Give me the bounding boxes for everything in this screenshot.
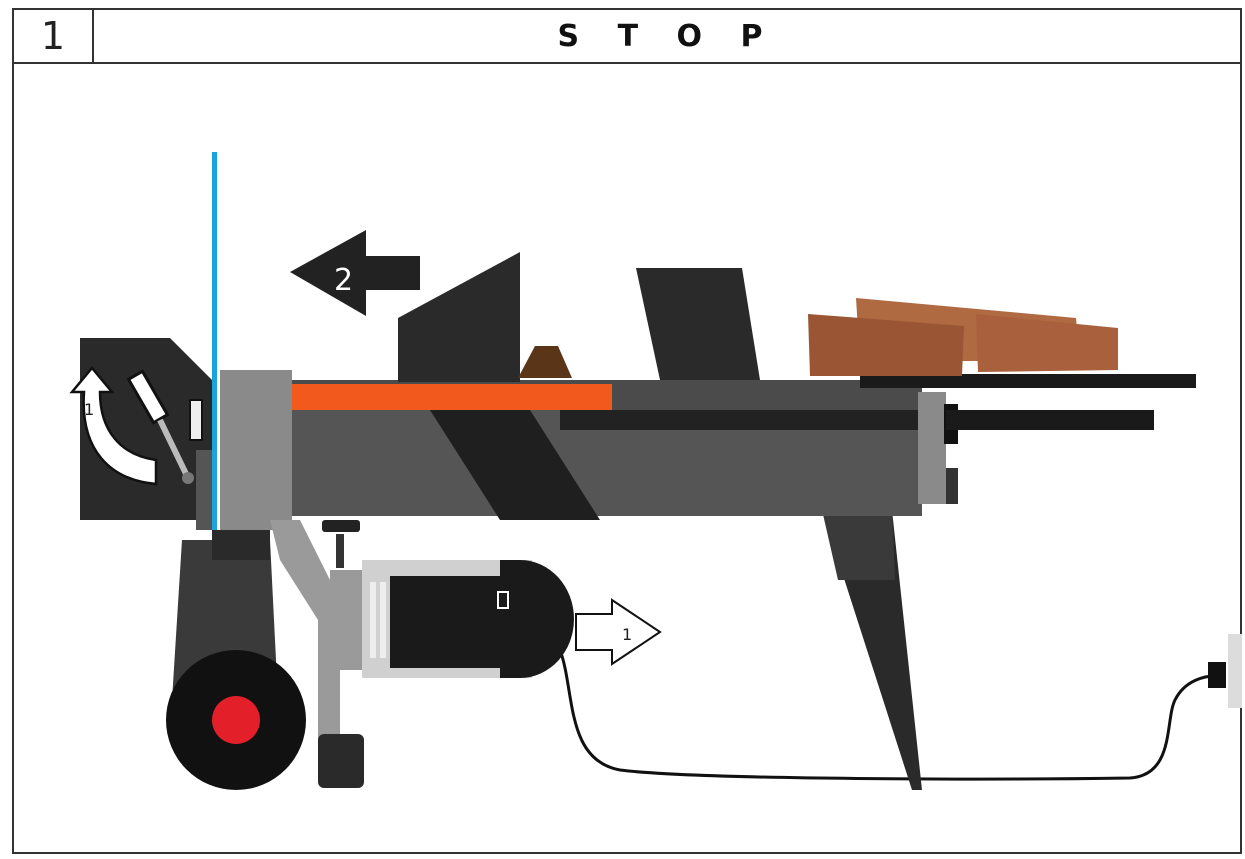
- bleed-screw-cap: [322, 520, 360, 532]
- splitting-wedge: [636, 268, 760, 380]
- control-lever: [126, 369, 170, 425]
- motor-endcap: [500, 560, 574, 678]
- ram-bar: [292, 384, 612, 410]
- motor-bracket: [270, 520, 340, 770]
- motor-case: [390, 576, 500, 668]
- foot-pad: [318, 734, 364, 788]
- power-cord: [558, 649, 1216, 781]
- lever-mount: [196, 450, 212, 530]
- motor-arrow-icon: [575, 598, 662, 666]
- header-bar: 1 S T O P: [14, 10, 1240, 64]
- front-support-upper: [212, 530, 270, 560]
- lower-rail: [946, 410, 1154, 430]
- control-box: [80, 338, 212, 520]
- beam-dark-band: [560, 410, 922, 430]
- lever-shaft: [157, 418, 191, 480]
- diagram-frame: 1 S T O P: [12, 8, 1242, 854]
- motor-switch: [497, 591, 509, 609]
- push-arrow-label: 2: [334, 263, 353, 298]
- step-title: S T O P: [557, 18, 777, 54]
- push-arrow-icon: [290, 230, 420, 316]
- blue-guide-line: [212, 152, 217, 536]
- front-housing: [220, 370, 292, 530]
- lever-pivot: [182, 472, 194, 484]
- motor-arrow-label: 1: [622, 625, 632, 644]
- rear-leg-upper: [822, 510, 895, 580]
- log-front-left: [808, 314, 964, 376]
- lever-bracket: [189, 399, 203, 441]
- rear-bracket-2: [946, 468, 958, 504]
- small-wedge: [518, 346, 572, 378]
- beam-stripe-dark: [430, 410, 600, 520]
- step-number: 1: [14, 10, 94, 62]
- rear-endcap: [918, 392, 946, 504]
- bleed-screw: [336, 534, 344, 568]
- motor-flange: [330, 570, 364, 670]
- wall-socket: [1228, 634, 1242, 708]
- push-plate: [398, 252, 520, 382]
- lever-arrow-icon: [69, 366, 158, 486]
- upper-rail: [860, 374, 1196, 388]
- wheel-hub: [212, 696, 260, 744]
- lever-arrow-label: 1: [84, 400, 94, 419]
- log-front-right: [976, 314, 1118, 372]
- plug: [1208, 662, 1226, 688]
